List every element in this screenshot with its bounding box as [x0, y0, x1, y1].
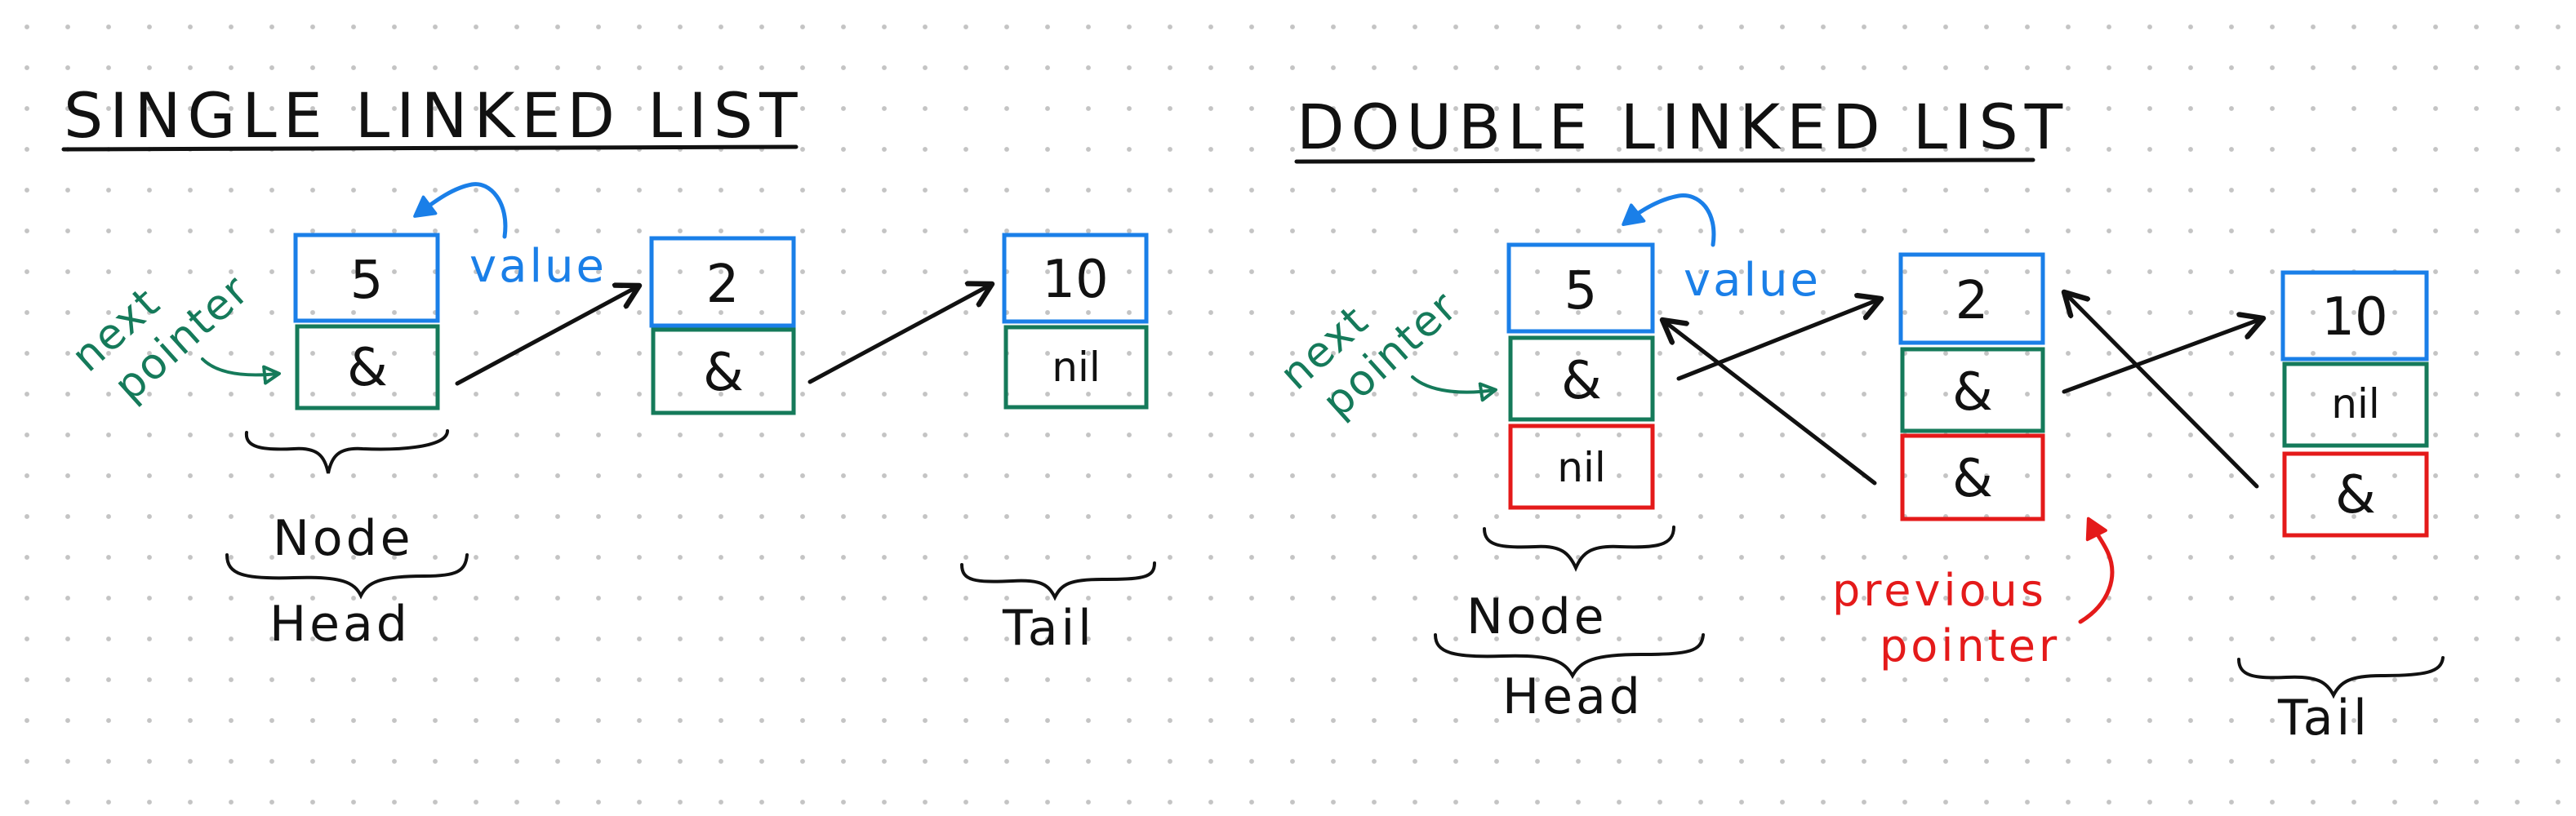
- double-title: DOUBLE LINKED LIST: [1297, 91, 2069, 163]
- value-text: 2: [706, 255, 740, 315]
- tail-brace: [2237, 656, 2445, 699]
- next-text: nil: [2331, 380, 2379, 428]
- single-title-underline: [61, 144, 799, 152]
- node-brace: [1483, 526, 1675, 572]
- head-label: Head: [1502, 668, 1644, 725]
- value-box: [1002, 233, 1149, 324]
- next-text: &: [347, 338, 388, 398]
- value-box: [2280, 270, 2429, 361]
- prev-box: [1508, 424, 1655, 510]
- next-box: [1900, 347, 2045, 433]
- double-linked-list: DOUBLE LINKED LIST 5 & nil 2 & & 10 nil: [1271, 91, 2445, 747]
- next-box: [2282, 361, 2429, 448]
- prev-text: &: [2335, 465, 2376, 526]
- tail-label: Tail: [2277, 690, 2370, 747]
- double-node-3: 10 nil &: [2280, 270, 2429, 538]
- single-linked-list: SINGLE LINKED LIST 5 & 2 & 10 nil value: [61, 79, 1156, 657]
- previous-annotation-line2: pointer: [1880, 620, 2060, 672]
- double-title-underline: [1294, 157, 2035, 164]
- value-text: 10: [2321, 287, 2387, 348]
- value-box: [649, 236, 796, 328]
- value-text: 5: [1564, 261, 1598, 322]
- single-node-1: 5 &: [293, 233, 440, 410]
- value-box: [1898, 252, 2045, 345]
- node-label: Node: [273, 510, 414, 567]
- next-arrow-2-to-3: [2062, 318, 2263, 394]
- next-box: [1508, 335, 1655, 422]
- value-annotation: value: [469, 240, 607, 293]
- node-brace: [244, 429, 449, 474]
- next-text: &: [1952, 362, 1993, 423]
- single-node-3: 10 nil: [1002, 233, 1149, 410]
- head-brace: [1434, 633, 1705, 680]
- prev-box: [2282, 451, 2429, 538]
- value-annotation-arrow: [1622, 193, 1716, 247]
- value-text: 2: [1955, 271, 1989, 331]
- next-annotation-arrow: [201, 357, 281, 385]
- single-title: SINGLE LINKED LIST: [64, 79, 804, 152]
- next-text: &: [1561, 351, 1602, 411]
- next-annotation-arrow: [1411, 375, 1497, 402]
- double-node-2: 2 & &: [1898, 252, 2045, 521]
- next-arrow-2-to-3: [808, 284, 992, 384]
- single-node-2: 2 &: [649, 236, 796, 415]
- double-node-1: 5 & nil: [1506, 242, 1655, 510]
- value-box: [293, 233, 440, 323]
- prev-text: nil: [1557, 444, 1605, 491]
- next-arrow-1-to-2: [455, 286, 639, 386]
- next-text: &: [703, 343, 744, 403]
- value-annotation-arrow: [413, 182, 508, 239]
- next-text: nil: [1052, 344, 1100, 391]
- node-label: Node: [1466, 588, 1608, 645]
- next-box: [295, 324, 440, 410]
- head-label: Head: [269, 596, 411, 653]
- value-text: 10: [1042, 250, 1108, 310]
- prev-box: [1900, 433, 2045, 521]
- head-brace: [225, 553, 469, 600]
- value-annotation: value: [1684, 254, 1821, 307]
- previous-annotation-line1: previous: [1832, 565, 2047, 616]
- next-box: [1003, 325, 1149, 410]
- prev-arrow-3-to-2: [2064, 292, 2259, 489]
- value-text: 5: [350, 251, 384, 311]
- value-box: [1506, 242, 1655, 334]
- prev-arrow-2-to-1: [1662, 320, 1877, 486]
- tail-brace: [960, 561, 1156, 601]
- next-box: [651, 327, 796, 415]
- prev-text: &: [1952, 449, 1993, 509]
- previous-annotation-arrow: [2078, 517, 2115, 624]
- tail-label: Tail: [1002, 600, 1095, 657]
- next-arrow-1-to-2: [1676, 299, 1881, 381]
